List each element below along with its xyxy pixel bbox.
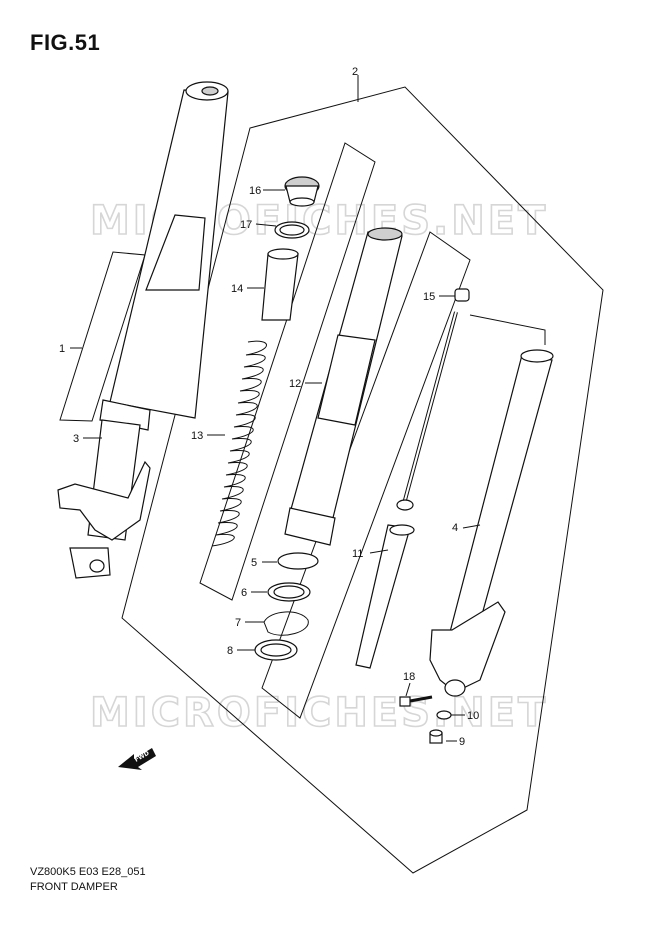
spacer	[261, 248, 299, 321]
o-ring-inner	[279, 224, 305, 236]
nut	[454, 288, 470, 302]
callout-14: 14	[231, 283, 243, 295]
callout-9: 9	[459, 736, 465, 748]
fwd-arrow: FWD	[118, 748, 156, 770]
diagram-code: VZ800K5 E03 E28_051	[30, 866, 146, 878]
leader-lines	[70, 75, 481, 742]
callout-3: 3	[73, 433, 79, 445]
callout-8: 8	[227, 645, 233, 657]
bolt-9	[429, 729, 443, 744]
callout-15: 15	[423, 291, 435, 303]
watermark-bottom: MICROFICHES.NET	[90, 690, 548, 736]
callout-16: 16	[249, 185, 261, 197]
damper-cylinder	[355, 499, 415, 669]
inner-tube	[284, 227, 403, 546]
callout-13: 13	[191, 430, 203, 442]
inner-group-outline	[199, 142, 376, 601]
callout-7: 7	[235, 617, 241, 629]
outer-tube-right	[429, 349, 554, 697]
cylinder-group-outline	[261, 231, 471, 719]
callout-11: 11	[352, 548, 363, 560]
callout-18: 18	[403, 671, 415, 683]
damper-rod-fill	[404, 311, 457, 501]
cap-bolt	[284, 176, 320, 207]
figure-title: FIG.51	[30, 30, 101, 55]
bolt-18	[399, 695, 433, 707]
callout-2: 2	[352, 66, 358, 78]
oil-seal-inner	[260, 643, 292, 657]
fork-spring	[211, 340, 267, 547]
callout-4: 4	[452, 522, 458, 534]
callout-1: 1	[59, 343, 65, 355]
callout-10: 10	[467, 710, 479, 722]
seal-5	[277, 552, 319, 570]
seal-6-inner	[273, 585, 305, 599]
washer	[436, 710, 452, 720]
callout-17: 17	[240, 219, 252, 231]
part-4-outline	[469, 314, 546, 345]
fork-tube-left	[57, 81, 229, 579]
diagram-name: FRONT DAMPER	[30, 881, 118, 893]
callout-6: 6	[241, 587, 247, 599]
assembly-2-outline	[121, 86, 604, 874]
callout-5: 5	[251, 557, 257, 569]
stop-ring	[263, 611, 309, 636]
callout-12: 12	[289, 378, 301, 390]
